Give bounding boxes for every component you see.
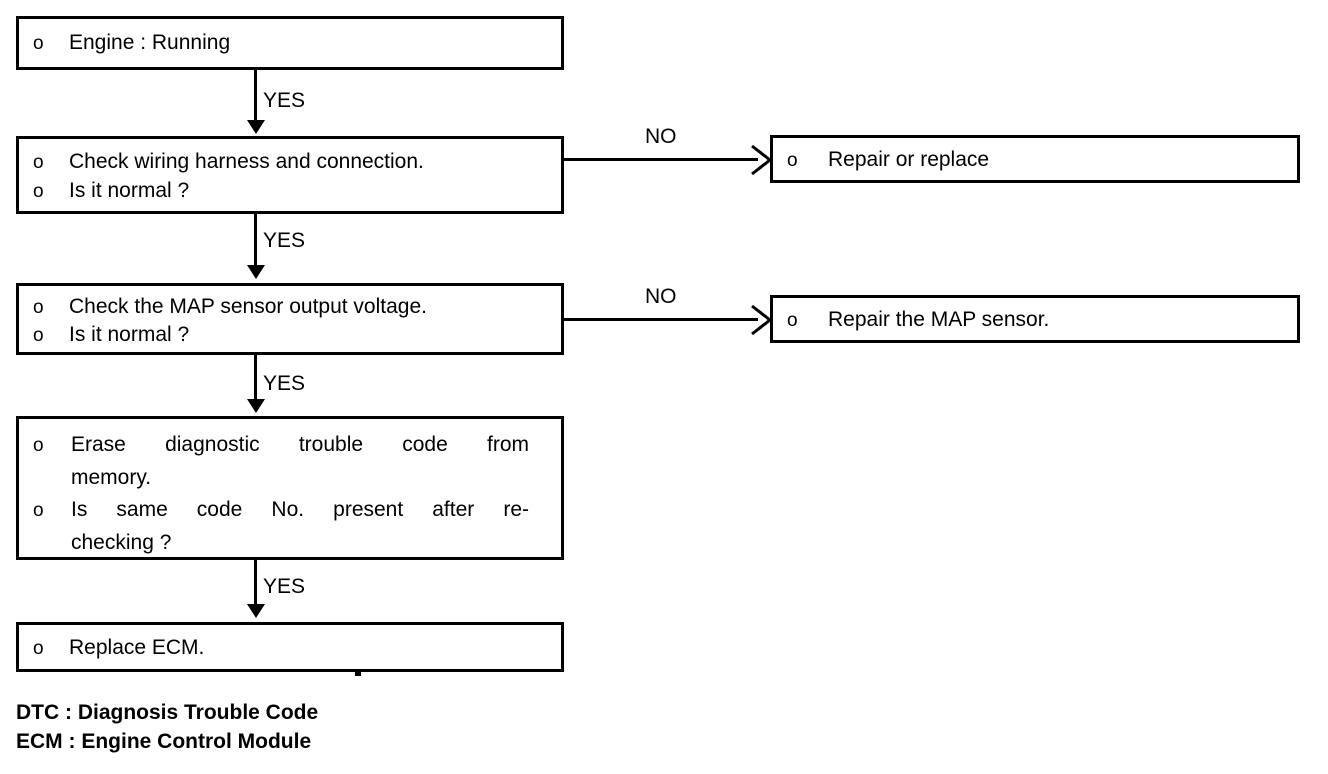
- connector-yes-3-arrowhead: [247, 399, 265, 413]
- node-content: o Replace ECM.: [19, 625, 561, 669]
- bullet-icon: o: [33, 325, 44, 346]
- node-text-line: Repair or replace: [828, 148, 990, 171]
- node-content: o Repair the MAP sensor.: [773, 298, 1297, 340]
- bullet-icon: o: [33, 33, 44, 54]
- node-text-line: Is it normal ?: [69, 179, 190, 202]
- connector-yes-4-arrowhead: [247, 604, 265, 618]
- bullet-icon: o: [787, 310, 798, 331]
- bullet-icon: o: [787, 150, 798, 171]
- bullet-icon: o: [33, 297, 44, 318]
- connector-yes-2-arrowhead: [247, 265, 265, 279]
- node-text-line: Repair the MAP sensor.: [828, 308, 1050, 331]
- flow-node-replace-ecm[interactable]: o Replace ECM.: [16, 622, 564, 672]
- node-text-line: Erase diagnostic trouble code from: [71, 433, 529, 456]
- connector-yes-4-line: [254, 560, 257, 608]
- connector-yes-1-line: [254, 70, 257, 124]
- edge-label-no-2: NO: [645, 285, 677, 308]
- connector-yes-3-line: [254, 355, 257, 403]
- edge-label-yes-4: YES: [263, 575, 306, 598]
- flow-node-erase-dtc[interactable]: o Erase diagnostic trouble code from mem…: [16, 416, 564, 560]
- node-text-line: Replace ECM.: [69, 636, 205, 659]
- edge-label-no-1: NO: [645, 125, 677, 148]
- bullet-icon: o: [33, 638, 44, 659]
- flow-node-repair-map-sensor[interactable]: o Repair the MAP sensor.: [770, 295, 1300, 343]
- node-content: o Repair or replace: [773, 138, 1297, 180]
- node-text-line: checking ?: [71, 531, 172, 554]
- connector-no-1-line: [564, 158, 758, 161]
- flow-node-check-wiring[interactable]: o Check wiring harness and connection. o…: [16, 136, 564, 214]
- bullet-icon: o: [33, 500, 44, 521]
- node-text-line: Engine : Running: [69, 31, 231, 54]
- edge-label-yes-3: YES: [263, 372, 306, 395]
- flow-node-engine-running[interactable]: o Engine : Running: [16, 16, 564, 70]
- bullet-icon: o: [33, 181, 44, 202]
- node-text-line: Is it normal ?: [69, 323, 190, 346]
- connector-no-2-line: [564, 318, 758, 321]
- node-text-line: memory.: [71, 466, 152, 489]
- node-content: o Check the MAP sensor output voltage. o…: [19, 286, 561, 352]
- flow-node-check-map-sensor[interactable]: o Check the MAP sensor output voltage. o…: [16, 283, 564, 355]
- node-text-line: Check the MAP sensor output voltage.: [69, 295, 427, 318]
- legend-line-dtc: DTC : Diagnosis Trouble Code: [16, 701, 319, 724]
- edge-label-yes-2: YES: [263, 229, 306, 252]
- connector-yes-2-line: [254, 214, 257, 269]
- edge-label-yes-1: YES: [263, 89, 306, 112]
- legend: DTC : Diagnosis Trouble Code ECM : Engin…: [16, 698, 318, 756]
- node-content: o Erase diagnostic trouble code from mem…: [19, 419, 561, 557]
- node-content: o Check wiring harness and connection. o…: [19, 139, 561, 211]
- connector-yes-1-arrowhead: [247, 120, 265, 134]
- node-content: o Engine : Running: [19, 19, 561, 67]
- bullet-icon: o: [33, 152, 44, 173]
- scan-speck: [355, 670, 361, 676]
- bullet-icon: o: [33, 435, 44, 456]
- flow-node-repair-or-replace[interactable]: o Repair or replace: [770, 135, 1300, 183]
- node-text-line: Is same code No. present after re-: [71, 498, 529, 521]
- legend-line-ecm: ECM : Engine Control Module: [16, 730, 312, 753]
- node-text-line: Check wiring harness and connection.: [69, 150, 424, 173]
